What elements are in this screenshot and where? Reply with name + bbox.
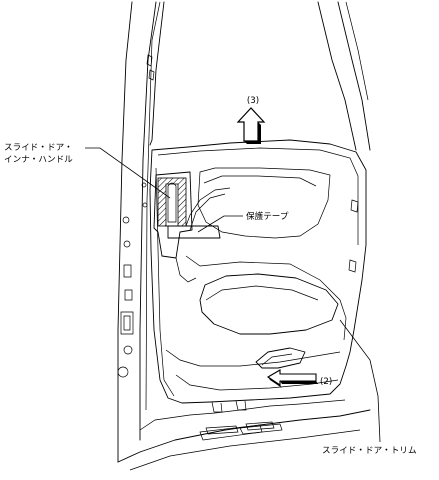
step-2-label: (2) (320, 377, 332, 387)
leader-lines (85, 147, 381, 443)
slide-arrow (266, 369, 318, 388)
step-3-label: (3) (247, 96, 259, 106)
inner-handle-label-line1: スライド・ドア・ (4, 142, 73, 153)
inner-handle (153, 171, 231, 259)
door-trim-label: スライド・ドア・トリム (322, 445, 417, 456)
inner-handle-label-line2: インナ・ハンドル (4, 154, 73, 165)
protective-tape-label: 保護テープ (246, 210, 289, 222)
lift-up-arrow (236, 107, 266, 144)
vehicle-body-frame (117, 1, 371, 471)
